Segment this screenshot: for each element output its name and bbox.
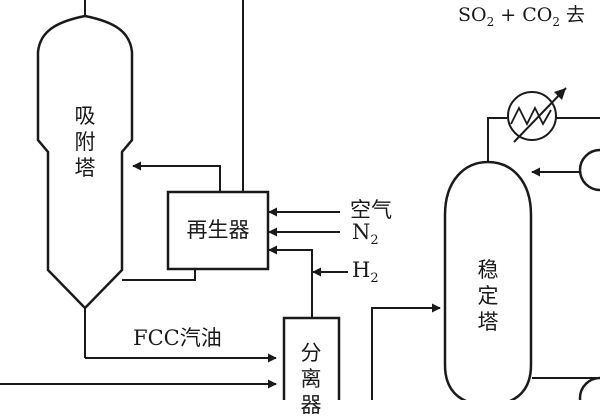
adsorber-to-regenerator-line [122,268,196,281]
adsorber-label: 吸附塔 [74,104,96,180]
diagram-lines [0,0,600,400]
separator-label: 分离器 [300,341,322,417]
n2-label: N2 [352,220,379,249]
stabilizer-label: 稳定塔 [477,258,499,334]
regenerator-box [166,190,270,271]
regenerator-label: 再生器 [186,218,250,242]
so2-co2-label: SO2 + CO2 去 [458,4,586,29]
separator-to-regenerator-line [268,245,313,318]
stabilizer-overhead-line [487,117,507,162]
air-label: 空气 [350,198,392,222]
stabilizer-vessel [443,160,533,400]
regenerator-return-line [132,161,221,192]
reflux-drum [578,148,600,192]
fcc-gasoline-label: FCC汽油 [133,326,222,350]
h2-label: H2 [352,258,379,287]
separator-to-stabilizer-line [371,303,441,400]
condenser [507,87,567,143]
separator-box [282,316,341,400]
reboiler [578,376,600,400]
